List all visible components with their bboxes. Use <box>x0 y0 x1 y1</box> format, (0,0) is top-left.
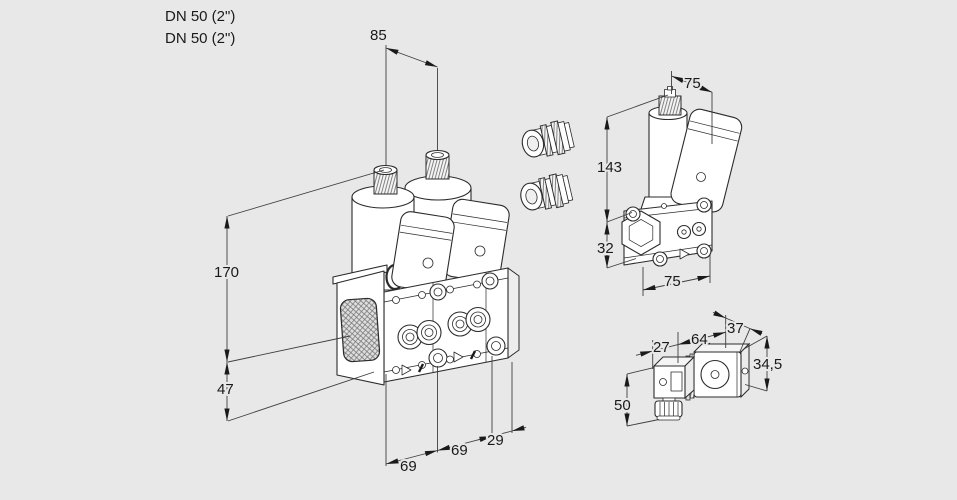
main-valve-drawing: 85 <box>332 25 520 386</box>
dim-height-47: 47 <box>215 362 375 422</box>
side-solenoid <box>640 86 696 210</box>
dim-69-left-label: 69 <box>400 458 417 475</box>
dim-side-top-75: 75 <box>671 71 713 144</box>
flow-direction-icon <box>679 248 690 260</box>
dim-detail-34-5: 34,5 <box>742 335 784 392</box>
dim-detail-37: 37 <box>712 310 763 352</box>
left-valve-cover <box>391 211 455 293</box>
side-valve-body <box>621 197 713 267</box>
connector-box <box>652 355 696 400</box>
dim-27-label: 27 <box>653 339 670 356</box>
dim-side-32: 32 <box>595 222 637 269</box>
dim-width-85: 85 <box>368 25 438 168</box>
dn-label-bottom: DN 50 (2") <box>165 30 235 47</box>
dim-64-label: 64 <box>691 331 708 348</box>
dim-69-right-label: 69 <box>451 442 468 459</box>
dim-143-label: 143 <box>597 159 622 176</box>
flow-direction-icon <box>401 350 477 376</box>
dim-85-label: 85 <box>370 27 387 44</box>
dim-34-5-label: 34,5 <box>753 356 782 373</box>
bolts <box>392 280 481 374</box>
valve-ports <box>397 306 491 350</box>
right-valve-cover <box>442 198 510 283</box>
cable-gland-2 <box>516 171 575 216</box>
coil-body <box>692 342 751 399</box>
dim-170-label: 170 <box>214 264 239 281</box>
dim-37-label: 37 <box>727 320 744 337</box>
dim-height-170: 170 <box>212 169 385 363</box>
dim-32-label: 32 <box>597 240 614 257</box>
dim-29-label: 29 <box>487 432 504 449</box>
valve-body <box>332 264 520 386</box>
inlet-strainer-mesh <box>332 264 388 386</box>
detail-cable-gland <box>654 397 683 421</box>
dim-detail-50: 50 <box>612 367 660 427</box>
dim-side-143: 143 <box>595 94 669 223</box>
cable-gland-1 <box>518 118 576 163</box>
dim-bottom-widths: 69 69 29 <box>385 356 527 477</box>
dim-detail-64: 64 <box>677 315 727 350</box>
side-valve-drawing <box>621 86 743 267</box>
mounting-bosses <box>428 272 506 368</box>
dn-label-top: DN 50 (2") <box>165 8 235 25</box>
dim-75-bottom-label: 75 <box>664 273 681 290</box>
dim-side-bottom-75: 75 <box>642 255 711 296</box>
dim-50-label: 50 <box>614 397 631 414</box>
dim-75-top-label: 75 <box>684 75 701 92</box>
port-size-labels: DN 50 (2") DN 50 (2") <box>163 6 237 49</box>
actuator-detail-drawing <box>652 342 751 421</box>
dim-47-label: 47 <box>217 381 234 398</box>
